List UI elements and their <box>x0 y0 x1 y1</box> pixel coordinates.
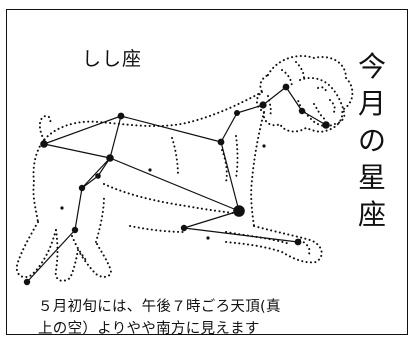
title-char: 今 <box>357 50 386 83</box>
title-char: 座 <box>357 198 386 231</box>
constellation-line <box>109 157 240 212</box>
constellation-line <box>220 141 240 212</box>
caption-line-2: 上の空）よりやや南方に見えます <box>38 321 260 337</box>
star-s14 <box>71 226 79 234</box>
constellation-line <box>81 157 111 189</box>
star-s20 <box>60 206 64 210</box>
star-s6 <box>234 110 240 116</box>
constellation-line <box>109 115 122 159</box>
constellation-line <box>43 143 111 159</box>
lion-chest-outline <box>250 111 265 227</box>
star-s13 <box>78 184 86 192</box>
constellation-line <box>183 227 299 243</box>
constellation-line <box>236 104 264 114</box>
star-s2 <box>117 112 125 120</box>
lion-hind-leg-outline <box>15 221 57 278</box>
page-title: 今 月 の 星 座 <box>352 48 392 233</box>
star-s17 <box>148 168 152 172</box>
constellation-line <box>220 112 238 143</box>
lion-back-outline <box>32 91 263 223</box>
star-s15 <box>23 278 31 286</box>
constellation-line <box>81 175 99 189</box>
star-s19 <box>206 236 210 240</box>
star-s1 <box>40 140 48 148</box>
constellation-line <box>43 115 122 145</box>
star-s18 <box>262 144 266 148</box>
lion-mane-outline <box>256 55 354 133</box>
star-s16 <box>95 173 101 179</box>
title-char: 月 <box>357 87 386 120</box>
constellation-line <box>262 86 287 106</box>
star-s12 <box>294 238 302 246</box>
star-s7 <box>259 101 267 109</box>
star-s8 <box>282 83 290 91</box>
star-s4 <box>217 138 225 146</box>
star-s3 <box>106 154 114 162</box>
caption-line-1: ５月初旬には、午後７時ごろ天頂(真 <box>38 299 281 315</box>
figure-frame <box>6 9 408 335</box>
constellation-line <box>183 210 240 229</box>
caption: ５月初旬には、午後７時ごろ天頂(真 上の空）よりやや南方に見えます <box>38 296 281 340</box>
constellation-line <box>26 229 76 283</box>
constellation-line <box>301 110 327 126</box>
title-char: の <box>357 124 386 157</box>
lion-tail-outline <box>38 115 52 141</box>
title-char: 星 <box>357 161 386 194</box>
star-s11 <box>180 224 188 232</box>
lion-belly-outline <box>103 183 241 215</box>
constellation-line <box>120 115 222 143</box>
star-s10 <box>322 121 330 129</box>
star-s5 <box>233 205 245 217</box>
star-s9 <box>298 107 306 115</box>
constellation-line <box>74 187 83 231</box>
lion-face-outline <box>297 77 346 128</box>
lion-front-leg-outline <box>225 225 323 264</box>
constellation-name: しし座 <box>82 48 143 70</box>
constellation-line <box>285 86 303 112</box>
